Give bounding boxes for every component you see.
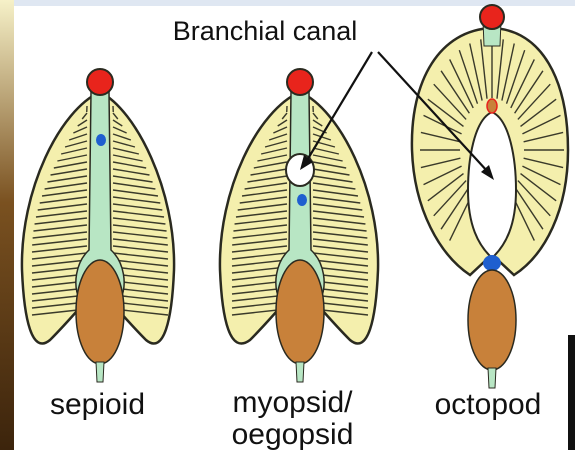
branchial-canal-label: Branchial canal: [150, 18, 380, 45]
sepioid-label: sepioid: [25, 390, 170, 420]
myopsid-label-line2: oegopsid: [205, 420, 380, 450]
sepioid-gill: [22, 69, 174, 382]
octopod-small-vessel: [487, 99, 497, 113]
myopsid-label-line1: myopsid/: [205, 388, 380, 418]
background-right-bar: [568, 335, 575, 450]
octopod-label: octopod: [408, 390, 568, 420]
octopod-red-heart: [480, 5, 504, 29]
octopod-stalk: [488, 368, 496, 388]
background-left-strip: [0, 0, 14, 450]
octopod-blue-vessel: [483, 255, 501, 271]
sepioid-stalk: [96, 362, 104, 382]
sepioid-blue-vessel: [96, 134, 106, 146]
myopsid-body: [276, 260, 324, 364]
myopsid-blue-vessel: [297, 194, 307, 206]
myopsid-stalk: [296, 362, 304, 382]
octopod-body: [468, 270, 516, 370]
myopsid-gill: [220, 69, 378, 382]
octopod-gill: [412, 5, 568, 388]
sepioid-body: [76, 260, 124, 364]
sepioid-red-heart: [87, 69, 113, 95]
myopsid-red-heart: [287, 69, 313, 95]
